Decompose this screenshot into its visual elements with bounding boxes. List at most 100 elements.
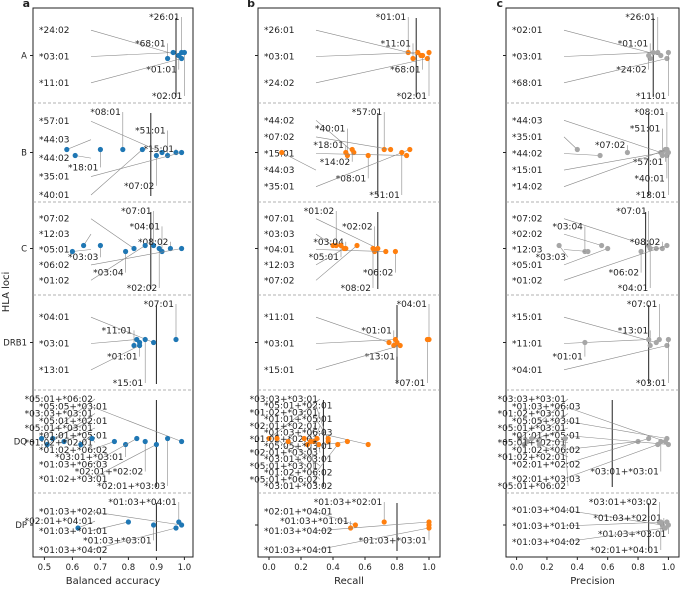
x-tick-label: 1.0 (422, 563, 436, 573)
x-tick-label: 0.6 (358, 563, 372, 573)
data-point (665, 336, 672, 343)
data-point (50, 435, 56, 442)
data-point (64, 146, 70, 153)
panel-letter: c (496, 0, 503, 10)
data-point (153, 441, 159, 448)
leader-line (563, 136, 578, 150)
allele-label: *12:03 (512, 246, 542, 256)
x-tick-label: 0.7 (94, 563, 108, 573)
allele-label: *40:01 (315, 125, 345, 135)
allele-label: *08:01 (336, 174, 366, 184)
data-point (266, 435, 272, 442)
allele-label: *08:02 (341, 284, 371, 294)
leader-line (563, 149, 667, 187)
data-point (179, 245, 185, 252)
data-point (646, 435, 652, 442)
allele-label: *03:01 (636, 379, 666, 389)
data-point (381, 519, 387, 525)
leader-line (531, 438, 569, 443)
leader-line (90, 438, 137, 465)
x-tick-label: 1.0 (178, 563, 192, 573)
leader-line (90, 29, 179, 56)
data-point (181, 49, 187, 56)
panel-frame (505, 7, 680, 558)
allele-label: *03:01 (264, 53, 294, 63)
allele-label: *01:02+*02:01 (498, 453, 566, 463)
allele-label: *01:03+*06:03 (512, 402, 580, 412)
allele-label: *05:05+*03:01 (39, 402, 107, 412)
x-tick-label: 0.8 (390, 563, 404, 573)
x-tick-label: 0.9 (150, 563, 164, 573)
allele-label: *01:02 (304, 207, 334, 217)
data-point (664, 242, 670, 249)
allele-label: *03:01+*03:02 (589, 498, 657, 508)
leader-line (315, 527, 430, 551)
allele-label: *08:01 (90, 108, 120, 118)
allele-label: *03:04 (552, 222, 583, 232)
data-point (125, 519, 131, 525)
allele-label: *04:01 (39, 313, 69, 323)
allele-label: *05:01+*02:01 (264, 402, 332, 412)
allele-label: *26:01 (625, 13, 655, 23)
data-point (39, 435, 45, 442)
data-point (665, 441, 672, 448)
data-point (365, 441, 371, 448)
leader-line (315, 521, 430, 532)
leader-line (563, 438, 649, 465)
allele-label: *15:01 (264, 150, 294, 160)
data-point (536, 441, 542, 448)
data-point (605, 245, 611, 252)
allele-label: *02:01+*03:03 (512, 475, 580, 485)
allele-label: *15:01 (144, 145, 174, 155)
allele-label: *03:03 (264, 230, 294, 240)
leader-line (563, 420, 667, 439)
allele-label: *01:03+*03:01 (83, 536, 151, 546)
y-tick-label: DRB1 (3, 339, 27, 349)
leader-line (563, 249, 588, 252)
allele-label: *01:03+*04:02 (264, 527, 332, 537)
data-point (399, 149, 405, 156)
allele-label: *03:03+*03:01 (498, 395, 566, 405)
leader-line (519, 398, 569, 439)
data-point (386, 339, 392, 346)
data-point (44, 441, 50, 448)
data-point (420, 52, 426, 59)
data-point (582, 339, 588, 346)
allele-label: *07:02 (264, 133, 294, 143)
data-point (664, 342, 670, 349)
allele-label: *51:01 (135, 126, 165, 136)
leader-line (90, 149, 143, 196)
data-point (142, 242, 148, 249)
panel-frame (257, 7, 441, 558)
leader-line (90, 405, 182, 442)
data-point (301, 435, 307, 442)
allele-label: *68:01 (135, 39, 165, 49)
data-point (524, 438, 530, 445)
y-tick-label: DQ (14, 438, 28, 448)
allele-label: *44:03 (512, 116, 542, 126)
allele-label: *01:01 (376, 13, 406, 23)
allele-label: *18:01 (313, 141, 343, 151)
allele-label: *11:01 (102, 326, 132, 336)
allele-label: *44:02 (39, 154, 69, 164)
panel-letter: b (247, 0, 255, 10)
data-point (562, 435, 568, 442)
leader-line (315, 58, 428, 84)
leader-line (563, 153, 601, 156)
allele-label: *03:01 (39, 53, 69, 63)
data-point (75, 525, 81, 531)
allele-label: *02:01+*02:01 (250, 422, 318, 432)
panel-frame (32, 7, 194, 558)
leader-line (315, 149, 410, 187)
data-point (653, 339, 659, 346)
data-point (556, 242, 562, 249)
allele-label: *02:01 (152, 92, 182, 102)
allele-label: *11:01 (264, 313, 294, 323)
leader-line (315, 339, 396, 344)
leader-line (90, 218, 135, 249)
data-point (365, 152, 371, 159)
leader-line (315, 245, 358, 281)
leader-line (276, 438, 321, 480)
allele-label: *02:02 (342, 222, 372, 232)
allele-label: *05:01+*03:01 (250, 462, 318, 472)
